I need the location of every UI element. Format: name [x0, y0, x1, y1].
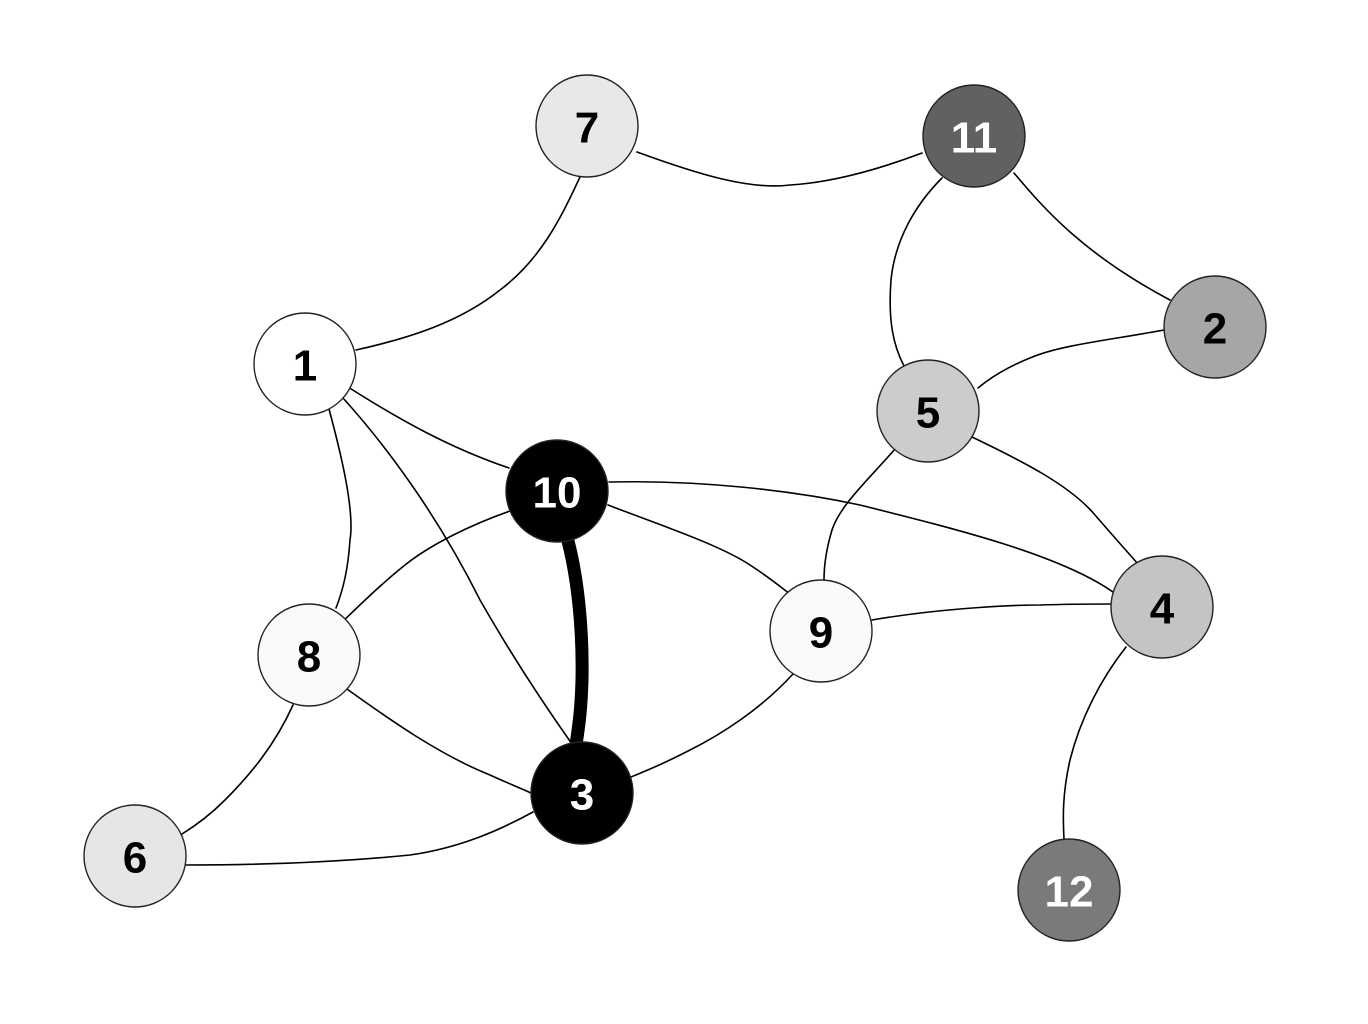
node-2: 2: [1163, 275, 1267, 379]
edge-10-4: [608, 480, 1114, 593]
node-6: 6: [83, 804, 187, 908]
edge-11-5: [889, 177, 943, 367]
edge-10-8: [340, 510, 511, 624]
node-circle-5: [876, 359, 980, 463]
edge-1-3: [342, 397, 573, 745]
node-circle-1: [253, 312, 357, 416]
edge-6-3: [185, 811, 534, 866]
node-circle-12: [1017, 838, 1121, 942]
edge-8-3: [346, 688, 532, 794]
node-label-12: 12: [1045, 868, 1094, 917]
node-7: 7: [535, 74, 639, 178]
node-10: 10: [505, 439, 609, 543]
node-circle-6: [83, 804, 187, 908]
node-circle-11: [922, 84, 1026, 188]
edge-4-12: [1062, 646, 1127, 840]
edge-9-4: [871, 603, 1112, 621]
node-label-7: 7: [575, 104, 599, 153]
node-9: 9: [769, 579, 873, 683]
node-circle-3: [530, 741, 634, 845]
node-8: 8: [257, 603, 361, 707]
edge-9-3: [630, 673, 794, 778]
node-5: 5: [876, 359, 980, 463]
node-4: 4: [1110, 555, 1214, 659]
edge-1-10: [347, 386, 510, 469]
node-label-11: 11: [951, 114, 998, 163]
edge-2-5: [977, 329, 1165, 389]
node-circle-10: [505, 439, 609, 543]
node-circle-7: [535, 74, 639, 178]
edge-5-9: [823, 448, 896, 581]
edge-10-3: [561, 534, 589, 752]
node-label-3: 3: [570, 771, 594, 820]
node-label-5: 5: [916, 389, 940, 438]
node-label-4: 4: [1150, 585, 1175, 634]
node-label-2: 2: [1203, 305, 1227, 354]
node-label-1: 1: [293, 342, 317, 391]
node-circle-2: [1163, 275, 1267, 379]
node-label-9: 9: [809, 609, 833, 658]
edge-5-4: [971, 436, 1140, 566]
node-label-8: 8: [297, 633, 321, 682]
node-1: 1: [253, 312, 357, 416]
edge-11-2: [1013, 172, 1171, 301]
node-11: 11: [922, 84, 1026, 188]
edge-8-6: [181, 704, 294, 835]
edge-7-11: [636, 151, 923, 187]
edge-10-9: [607, 504, 791, 595]
node-label-10: 10: [533, 469, 582, 518]
node-circle-8: [257, 603, 361, 707]
edges-layer: [181, 151, 1171, 866]
node-circle-4: [1110, 555, 1214, 659]
edge-7-1: [355, 176, 581, 351]
edge-1-8: [328, 408, 352, 609]
node-circle-9: [769, 579, 873, 683]
node-3: 3: [530, 741, 634, 845]
node-12: 12: [1017, 838, 1121, 942]
node-label-6: 6: [123, 834, 147, 883]
